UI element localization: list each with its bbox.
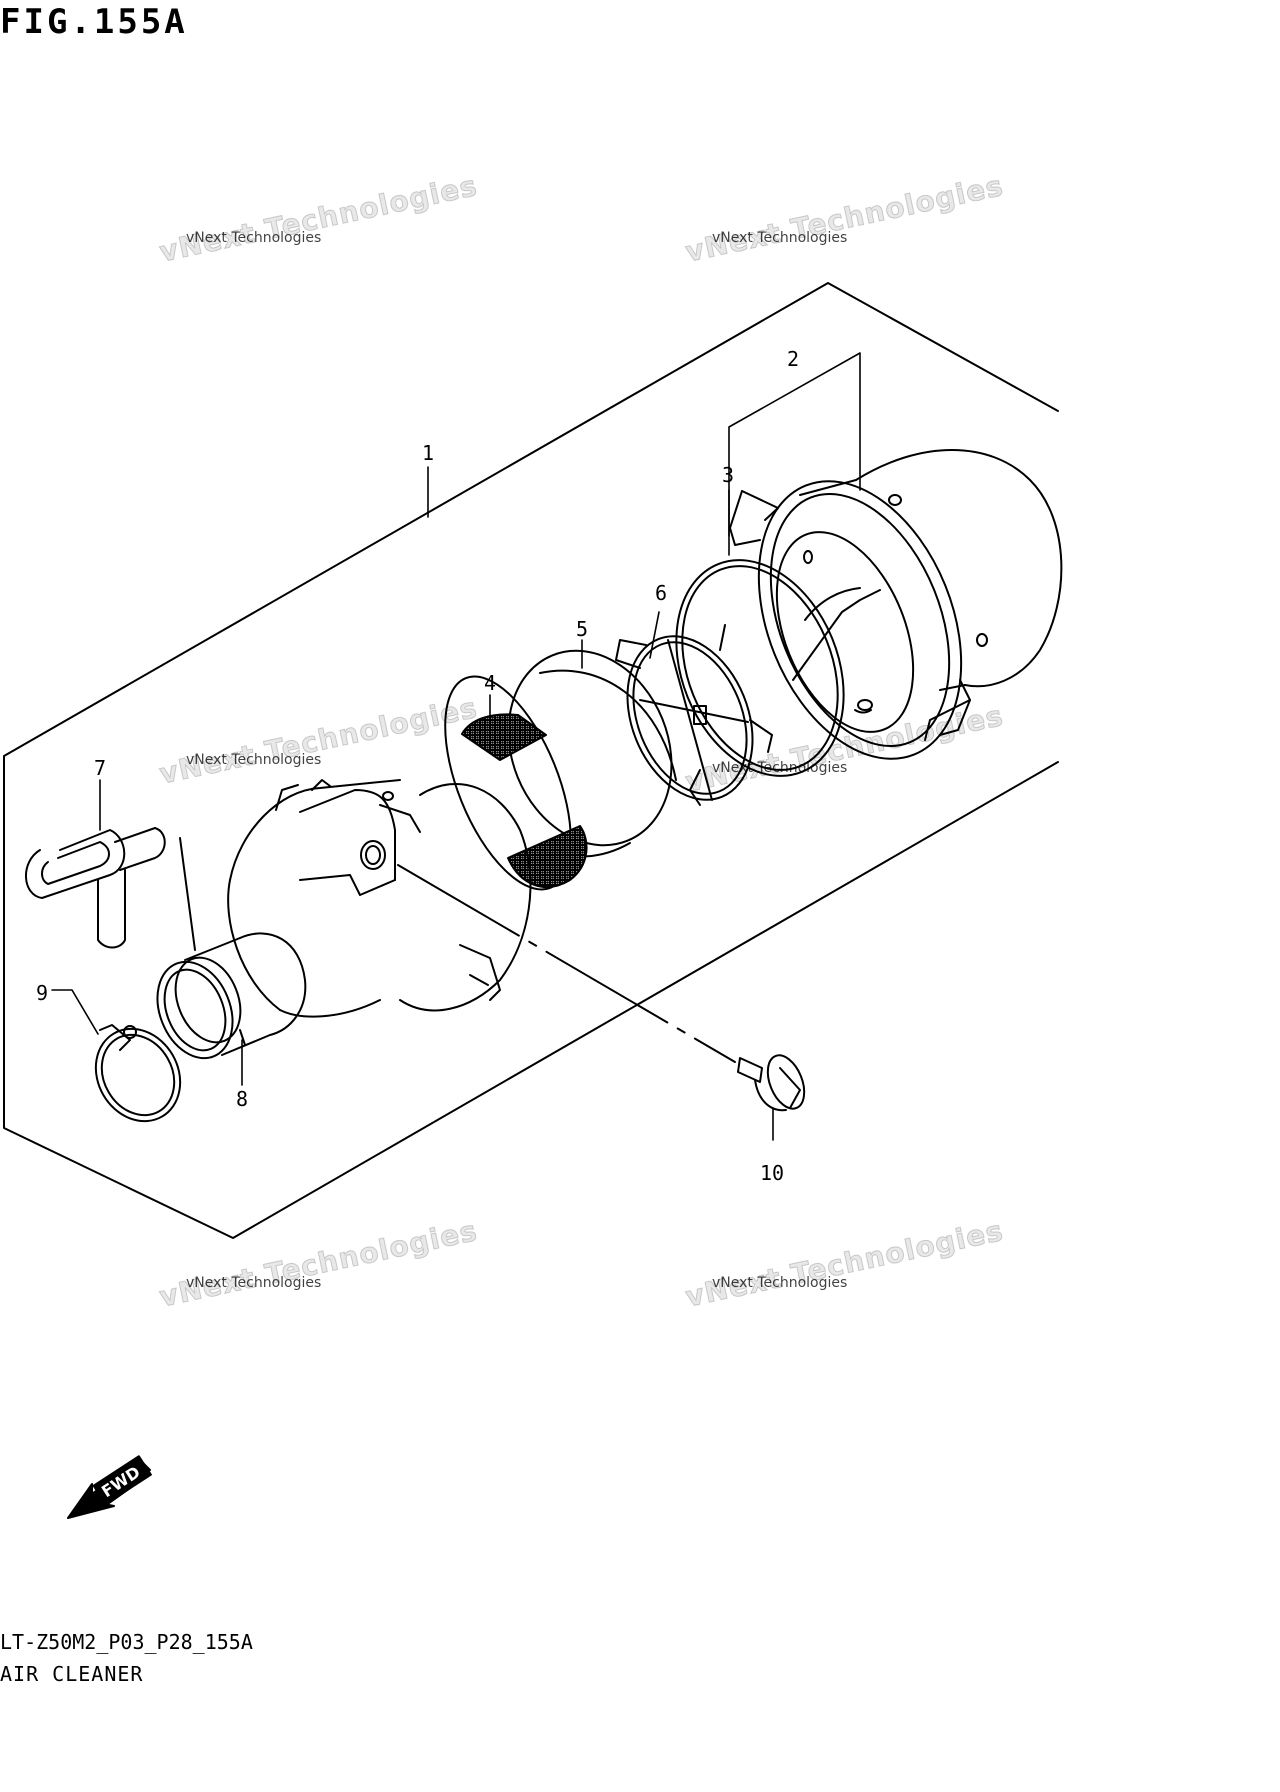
fwd-arrow-badge: FWD [67, 1455, 152, 1519]
hose-clamp [94, 1024, 182, 1123]
air-cleaner-housing [227, 779, 532, 1018]
screw [737, 1054, 806, 1112]
callouts: 1 2 3 6 5 4 7 9 8 10 [36, 347, 799, 1185]
diagram-caption: AIR CLEANER [0, 1662, 144, 1686]
breather-hose [25, 827, 196, 951]
callout-2: 2 [787, 347, 799, 371]
callout-9: 9 [36, 981, 48, 1005]
callout-1: 1 [422, 441, 434, 465]
leader-lines [51, 352, 861, 1141]
diagram-code: LT-Z50M2_P03_P28_155A [0, 1630, 253, 1654]
callout-4: 4 [484, 671, 496, 695]
element-holder [615, 624, 773, 806]
intake-tube [156, 932, 307, 1060]
callout-8: 8 [236, 1087, 248, 1111]
callout-7: 7 [94, 756, 106, 780]
callout-6: 6 [655, 581, 667, 605]
figure-title: FIG.155A [0, 2, 188, 42]
mesh-screen [444, 675, 588, 891]
callout-3: 3 [722, 463, 734, 487]
callout-5: 5 [576, 617, 588, 641]
case-seal-ring [675, 559, 845, 777]
air-cleaner-case [729, 449, 1063, 760]
callout-10: 10 [760, 1161, 784, 1185]
assembly-frame [3, 282, 1059, 1239]
fastener-centerline [397, 864, 736, 1063]
